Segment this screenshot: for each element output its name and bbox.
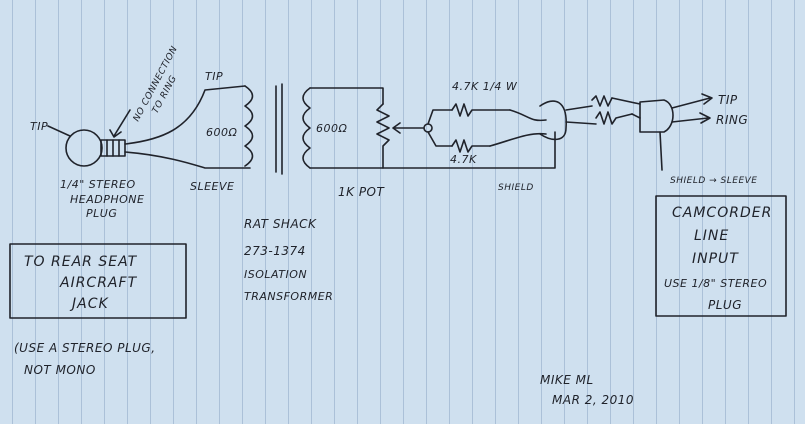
output-resistor-2	[595, 111, 633, 125]
headphone-plug	[47, 109, 131, 167]
secondary-impedance-label: 600Ω	[316, 122, 347, 135]
r1-label: 4.7K 1/4 W	[452, 80, 518, 93]
tip-pointer-line	[47, 125, 71, 137]
sleeve-lead	[659, 131, 663, 171]
stereo-note-1: (USE A STEREO PLUG,	[14, 341, 156, 355]
signature-date: MAR 2, 2010	[552, 393, 634, 407]
ring-arrow	[671, 112, 711, 124]
tip-arrow	[671, 93, 713, 109]
left-box-line-3: JACK	[69, 296, 109, 312]
transformer-core	[275, 83, 283, 175]
cable-conductor-1	[509, 109, 547, 122]
shield-wire	[309, 131, 556, 169]
plug-rings	[106, 139, 120, 157]
right-box-line-4: USE 1/8" STEREO	[664, 277, 767, 290]
resistor-r2	[451, 139, 491, 153]
output-tip-label: TIP	[718, 93, 738, 107]
transformer-source-3: ISOLATION	[244, 268, 307, 281]
pot-label: 1K POT	[338, 185, 386, 199]
output-resistor-1	[591, 95, 613, 107]
output-ring-label: RING	[716, 113, 748, 127]
output-plug	[565, 95, 674, 133]
r2-label: 4.7K	[450, 153, 477, 166]
transformer-source-2: 273-1374	[244, 244, 306, 258]
isolation-transformer	[244, 83, 311, 175]
cable-shield-end	[539, 100, 567, 141]
cable-conductor-2	[489, 132, 547, 147]
plug-label-2: HEADPHONE	[70, 193, 144, 206]
camcorder-box	[655, 195, 787, 317]
right-box-line-2: LINE	[694, 228, 729, 244]
right-box-line-1: CAMCORDER	[672, 205, 772, 221]
tip-wire	[124, 85, 246, 145]
output-plug-leads	[611, 97, 641, 119]
plug-tip-label: TIP	[30, 120, 48, 133]
signature-name: MIKE ML	[540, 373, 594, 387]
left-box-line-1: TO REAR SEAT	[24, 254, 138, 270]
plug-label-3: PLUG	[86, 207, 117, 220]
sleeve-label: SLEEVE	[190, 180, 235, 193]
plug-label-1: 1/4" STEREO	[60, 178, 136, 191]
left-box-line-2: AIRCRAFT	[59, 275, 138, 291]
shield-sleeve-label: SHIELD → SLEEVE	[670, 176, 757, 186]
r2-lead	[427, 131, 453, 147]
transformer-source-4: TRANSFORMER	[244, 290, 333, 303]
r1-lead	[427, 109, 453, 125]
primary-tip-label: TIP	[205, 70, 223, 83]
primary-impedance-label: 600Ω	[206, 126, 237, 139]
right-box-line-5: PLUG	[708, 298, 742, 312]
cable-to-plug	[565, 105, 597, 125]
secondary-coil	[302, 87, 311, 169]
pot	[376, 103, 425, 169]
shield-label: SHIELD	[498, 183, 534, 193]
plug-tip-ball	[65, 129, 103, 167]
primary-coil	[244, 85, 254, 167]
pot-top-wire	[309, 87, 384, 105]
pot-resistor	[376, 103, 390, 169]
stereo-note-2: NOT MONO	[24, 363, 96, 377]
pot-wiper	[392, 122, 425, 134]
resistor-r1	[451, 103, 511, 117]
rear-seat-jack-box	[9, 243, 187, 319]
right-box-line-3: INPUT	[692, 251, 739, 267]
sleeve-wire	[124, 151, 251, 169]
output-plug-body	[639, 99, 674, 133]
transformer-source-1: RAT SHACK	[244, 217, 317, 231]
junction-dot	[423, 123, 433, 133]
no-connection-arrow	[109, 109, 131, 138]
